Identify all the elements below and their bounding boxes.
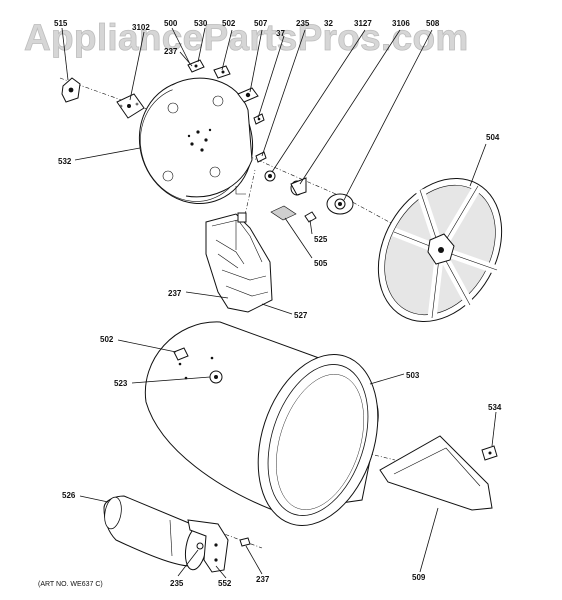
leader-509 [419, 507, 439, 573]
label-502-top: 502 [222, 19, 236, 28]
part-503-drum[interactable] [144, 321, 398, 541]
label-515: 515 [54, 19, 68, 28]
part-515-bracket[interactable] [61, 77, 81, 103]
leader-235-top [261, 29, 306, 157]
part-526-heater[interactable] [102, 495, 209, 572]
leader-502 [117, 339, 177, 353]
leader-515 [61, 27, 69, 81]
leader-523 [131, 376, 211, 384]
label-508: 508 [426, 19, 440, 28]
leader-235-bot [177, 549, 199, 577]
leader-500 [171, 27, 191, 65]
leader-3106 [299, 29, 401, 185]
label-500: 500 [164, 19, 178, 28]
part-523-roller[interactable] [209, 370, 223, 384]
part-508-shaft-bearing[interactable] [326, 193, 354, 215]
label-3106: 3106 [392, 19, 410, 28]
part-502-clip[interactable] [213, 65, 231, 79]
part-525-screw[interactable] [304, 211, 317, 223]
part-532-rear-panel[interactable] [124, 66, 269, 219]
label-507: 507 [254, 19, 268, 28]
leader-37 [257, 35, 285, 119]
label-32: 32 [324, 19, 333, 28]
label-502: 502 [100, 335, 114, 344]
leader-532 [74, 147, 141, 161]
part-509-baffle[interactable] [379, 435, 493, 511]
label-37: 37 [276, 29, 285, 38]
leader-504 [469, 143, 487, 187]
part-235-screw-top[interactable] [253, 113, 265, 125]
axis-line-bracket [244, 169, 256, 216]
part-534-screw[interactable] [481, 445, 498, 461]
label-3102: 3102 [132, 23, 150, 32]
label-552: 552 [218, 579, 232, 588]
leader-508 [343, 29, 433, 201]
label-505: 505 [314, 259, 328, 268]
label-237-top: 237 [164, 47, 178, 56]
leader-237-top [179, 51, 193, 67]
leader-503 [369, 373, 405, 385]
label-3127: 3127 [354, 19, 372, 28]
leader-527 [261, 303, 293, 315]
label-527: 527 [294, 311, 308, 320]
label-523: 523 [114, 379, 128, 388]
part-530-screw[interactable] [187, 59, 205, 73]
leader-3102 [129, 31, 145, 101]
part-3127-washer[interactable] [264, 170, 276, 182]
part-235-screw-bottom[interactable] [196, 542, 204, 550]
leader-534 [491, 411, 497, 447]
leader-502-top [221, 29, 233, 71]
part-237-screw-top[interactable] [255, 151, 267, 163]
watermark-text: AppliancePartsPros.com [24, 17, 469, 58]
label-525: 525 [314, 235, 328, 244]
part-504-drum-back[interactable] [354, 156, 527, 344]
part-502-rivet[interactable] [173, 347, 189, 361]
label-534: 534 [488, 403, 502, 412]
leader-525 [309, 219, 313, 235]
leader-530 [197, 27, 206, 63]
label-526: 526 [62, 491, 76, 500]
part-527-bracket[interactable] [205, 212, 273, 313]
label-509: 509 [412, 573, 426, 582]
art-number: (ART NO. WE637 C) [38, 581, 103, 588]
part-3106-bushing[interactable] [290, 177, 307, 196]
part-237-screw-bottom[interactable] [239, 537, 251, 547]
label-503: 503 [406, 371, 420, 380]
leader-505 [284, 217, 313, 259]
leader-507 [249, 29, 263, 93]
leader-237-bot [245, 545, 263, 575]
leader-552 [215, 565, 227, 579]
label-237-mid: 237 [168, 289, 182, 298]
leader-3127 [271, 29, 366, 173]
label-530: 530 [194, 19, 208, 28]
part-505-pad[interactable] [270, 205, 297, 221]
label-235-bot: 235 [170, 579, 184, 588]
part-3102-plate[interactable] [116, 93, 145, 119]
label-532: 532 [58, 157, 72, 166]
leader-237-mid [185, 291, 229, 299]
label-235-top: 235 [296, 19, 310, 28]
part-552-bracket[interactable] [187, 519, 229, 573]
leader-526 [79, 495, 109, 503]
label-237-bot: 237 [256, 575, 270, 584]
part-507-bearing[interactable] [237, 87, 259, 103]
label-504: 504 [486, 133, 500, 142]
